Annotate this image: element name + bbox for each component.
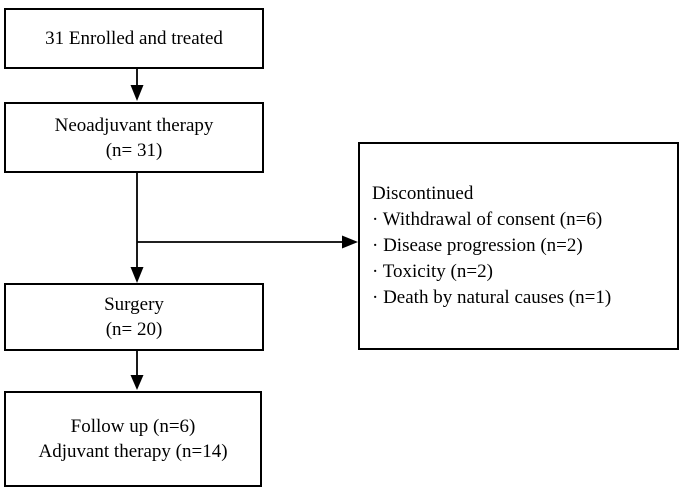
enrolled-box: 31 Enrolled and treated [4,8,264,69]
arrow-branch-to-discontinued-head [342,235,358,249]
discontinued-item: · Withdrawal of consent (n=6) [372,209,603,230]
surgery-label: Surgery [104,294,164,315]
adjuvant-label: Adjuvant therapy (n=14) [38,441,228,462]
discontinued-item: · Disease progression (n=2) [372,235,583,256]
enrolled-label: 31 Enrolled and treated [45,28,223,49]
discontinued-title: Discontinued [372,183,474,204]
arrow-neoadjuvant-to-surgery-head [130,267,144,283]
neoadjuvant-box: Neoadjuvant therapy (n= 31) [4,102,264,173]
discontinued-box: Discontinued · Withdrawal of consent (n=… [358,142,679,350]
discontinued-item: · Toxicity (n=2) [372,261,493,282]
surgery-count: (n= 20) [105,319,163,340]
discontinued-item: · Death by natural causes (n=1) [372,287,612,308]
arrow-enrolled-to-neoadjuvant-head [130,85,144,101]
surgery-box: Surgery (n= 20) [4,283,264,351]
neoadjuvant-label: Neoadjuvant therapy [54,114,214,136]
followup-box: Follow up (n=6) Adjuvant therapy (n=14) [4,391,262,487]
neoadjuvant-count: (n= 31) [105,139,163,161]
followup-label: Follow up (n=6) [70,416,196,437]
arrow-surgery-to-followup-head [130,375,144,390]
